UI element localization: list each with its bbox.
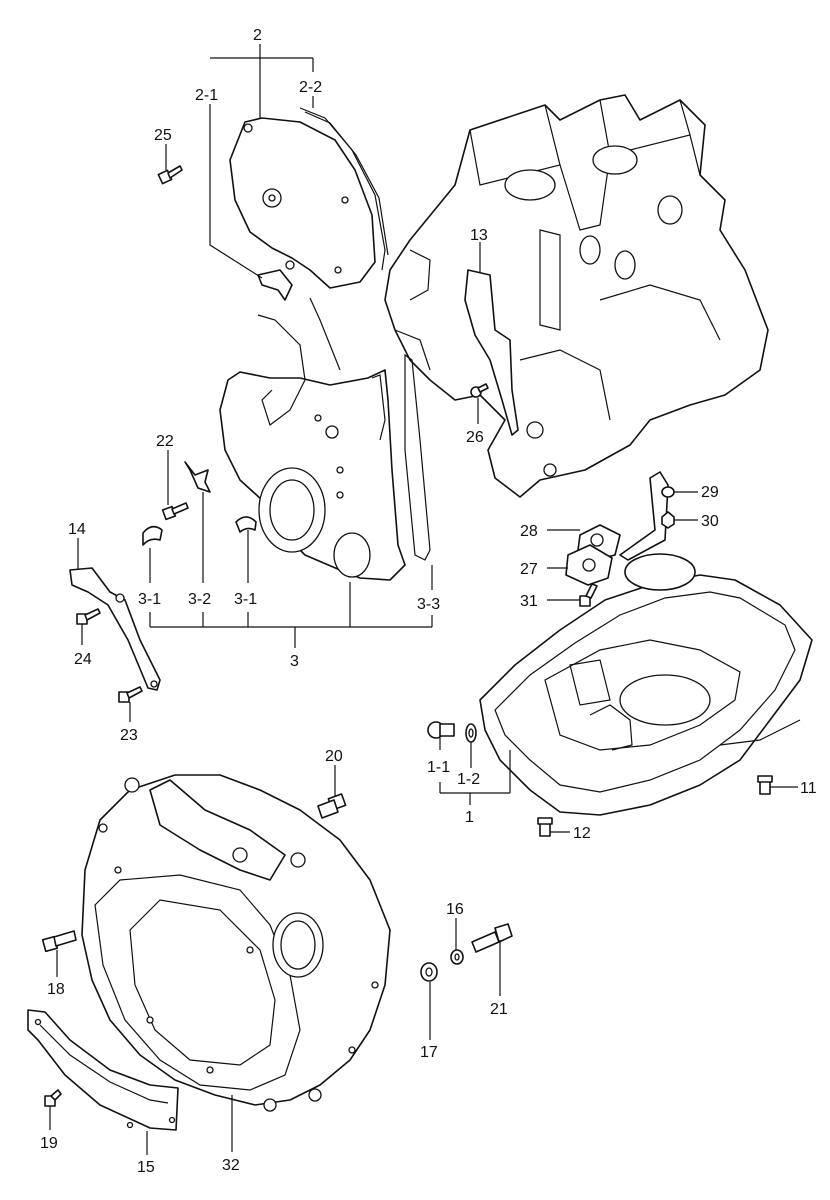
drain-plug-1-1 (427, 721, 455, 739)
bolt-21 (471, 923, 513, 953)
callout-3-3: 3-3 (417, 596, 440, 613)
bolt-18 (41, 930, 77, 953)
washer-17 (420, 962, 438, 982)
callout-1: 1 (465, 809, 474, 826)
callout-21: 21 (490, 1001, 508, 1018)
bracket-14 (69, 567, 161, 691)
callout-23: 23 (120, 727, 138, 744)
callout-3-2: 3-2 (188, 591, 211, 608)
flywheel-housing (81, 774, 391, 1112)
callout-3-1-right: 3-1 (234, 591, 257, 608)
bolt-25 (157, 165, 183, 185)
callout-17: 17 (420, 1044, 438, 1061)
nut-29 (661, 486, 675, 498)
seal-3-1-left (142, 525, 163, 546)
lower-timing-cover (219, 297, 431, 581)
callout-2-1: 2-1 (195, 87, 218, 104)
callout-30: 30 (701, 513, 719, 530)
leader-lines (49, 44, 798, 1155)
callout-labels: 2 2-1 2-2 25 13 26 22 14 29 28 30 27 31 … (40, 27, 817, 1176)
oil-pan (479, 574, 813, 816)
callout-20: 20 (325, 748, 343, 765)
nut-30 (661, 511, 675, 529)
callout-13: 13 (470, 227, 488, 244)
bolt-11 (757, 775, 773, 795)
engine-block (384, 94, 769, 498)
bolt-20 (317, 793, 347, 819)
callout-29: 29 (701, 484, 719, 501)
gasket-13 (464, 269, 519, 436)
callout-26: 26 (466, 429, 484, 446)
callout-18: 18 (47, 981, 65, 998)
seal-3-1-right (235, 516, 257, 533)
bolt-31 (579, 583, 598, 607)
callout-3: 3 (290, 653, 299, 670)
callout-32: 32 (222, 1157, 240, 1174)
callout-12: 12 (573, 825, 591, 842)
callout-2: 2 (253, 27, 262, 44)
callout-2-2: 2-2 (299, 79, 322, 96)
callout-1-2: 1-2 (457, 771, 480, 788)
callout-31: 31 (520, 593, 538, 610)
cover-gasket-2-1 (257, 269, 293, 301)
seal-3-2 (184, 461, 211, 493)
bolt-23 (118, 686, 143, 703)
callout-1-1: 1-1 (427, 759, 450, 776)
callout-3-1-left: 3-1 (138, 591, 161, 608)
bolt-22 (161, 502, 189, 521)
callout-22: 22 (156, 433, 174, 450)
callout-16: 16 (446, 901, 464, 918)
callout-19: 19 (40, 1135, 58, 1152)
callout-25: 25 (154, 127, 172, 144)
washer-16 (450, 949, 464, 965)
callout-28: 28 (520, 523, 538, 540)
upper-timing-cover (229, 107, 389, 289)
cover-plate-15 (27, 1009, 179, 1131)
callout-24: 24 (74, 651, 92, 668)
bolt-26 (470, 383, 489, 398)
oil-strainer (565, 471, 696, 591)
bolt-19 (44, 1089, 62, 1107)
callout-14: 14 (68, 521, 86, 538)
callout-27: 27 (520, 561, 538, 578)
callout-15: 15 (137, 1159, 155, 1176)
washer-1-2 (465, 723, 477, 743)
callout-11: 11 (800, 780, 817, 797)
bolt-24 (76, 608, 101, 625)
bolt-12 (537, 817, 553, 837)
